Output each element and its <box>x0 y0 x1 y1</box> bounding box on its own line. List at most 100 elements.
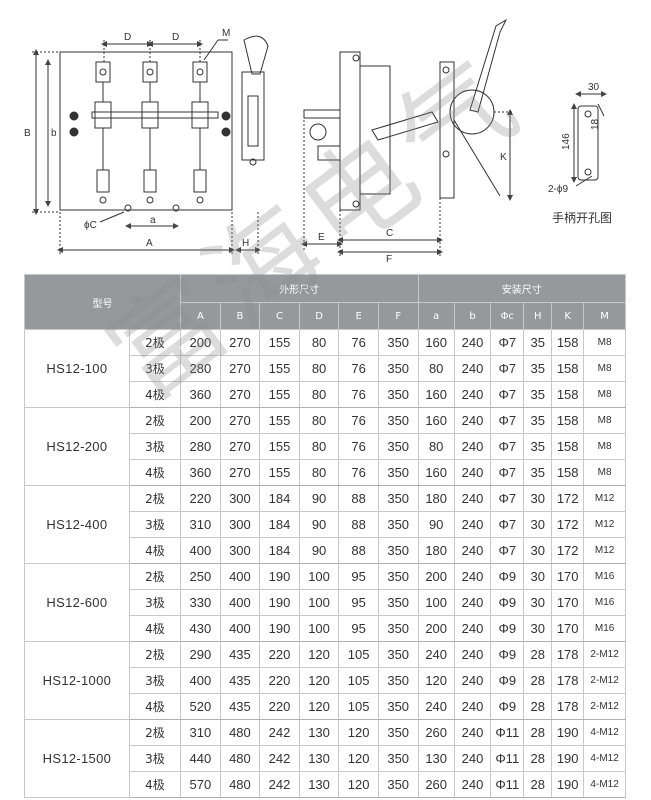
value-cell: 170 <box>551 563 585 590</box>
side-view <box>301 18 514 258</box>
value-cell: Φ7 <box>490 433 525 460</box>
value-cell: Φ9 <box>490 563 525 590</box>
value-cell: 240 <box>453 433 492 460</box>
value-cell: 280 <box>180 355 221 382</box>
handle-hole-detail <box>571 91 607 187</box>
value-cell: 180 <box>417 537 455 564</box>
pole-3 <box>191 61 209 204</box>
value-cell: 28 <box>523 667 553 694</box>
value-cell: 240 <box>453 693 492 720</box>
value-cell: 80 <box>417 355 455 382</box>
value-cell: 80 <box>417 433 455 460</box>
value-cell: 35 <box>523 459 553 486</box>
value-cell: 200 <box>417 615 455 642</box>
header-model: 型号 <box>23 274 182 330</box>
value-cell: 240 <box>453 511 492 538</box>
value-cell: 35 <box>523 329 553 356</box>
label-A: A <box>146 238 153 249</box>
value-cell: 130 <box>298 745 340 772</box>
value-cell: 350 <box>377 433 419 460</box>
value-cell: 240 <box>417 693 455 720</box>
value-cell: 100 <box>298 589 340 616</box>
value-cell: 240 <box>453 381 492 408</box>
column-header: a <box>417 302 455 330</box>
value-cell: 35 <box>523 355 553 382</box>
value-cell: 90 <box>298 537 340 564</box>
pole-cell: 3极 <box>128 667 182 694</box>
value-cell: 184 <box>259 511 300 538</box>
value-cell: 130 <box>298 719 340 746</box>
value-cell: 350 <box>377 667 419 694</box>
value-cell: 200 <box>180 407 221 434</box>
value-cell: 300 <box>219 485 261 512</box>
value-cell: 220 <box>180 485 221 512</box>
value-cell: 350 <box>377 459 419 486</box>
model-cell: HS12-1000 <box>24 641 130 720</box>
side-blade <box>371 111 439 141</box>
model-cell: HS12-400 <box>24 485 130 564</box>
pole-cell: 3极 <box>128 355 182 382</box>
value-cell: 80 <box>298 381 340 408</box>
front-view <box>32 35 269 256</box>
value-cell: 120 <box>298 641 340 668</box>
value-cell: 240 <box>417 641 455 668</box>
value-cell: Φ11 <box>490 771 525 798</box>
value-cell: 105 <box>338 641 379 668</box>
value-cell: 35 <box>523 407 553 434</box>
value-cell: 28 <box>523 641 553 668</box>
value-cell: 160 <box>417 381 455 408</box>
value-cell: M8 <box>583 459 626 486</box>
value-cell: 155 <box>259 407 300 434</box>
value-cell: 30 <box>523 589 553 616</box>
pole-cell: 4极 <box>128 771 182 798</box>
value-cell: 100 <box>298 563 340 590</box>
value-cell: M12 <box>583 511 626 538</box>
value-cell: 76 <box>338 381 379 408</box>
pole-cell: 2极 <box>128 641 182 668</box>
value-cell: 240 <box>453 459 492 486</box>
value-cell: 240 <box>453 355 492 382</box>
label-B: B <box>24 128 31 139</box>
value-cell: 360 <box>180 459 221 486</box>
value-cell: 240 <box>453 485 492 512</box>
value-cell: 2-M12 <box>583 641 626 668</box>
value-cell: 350 <box>377 745 419 772</box>
model-cell: HS12-100 <box>24 329 130 408</box>
value-cell: 30 <box>523 485 553 512</box>
value-cell: 80 <box>298 407 340 434</box>
value-cell: 300 <box>219 511 261 538</box>
value-cell: 242 <box>259 719 300 746</box>
value-cell: 350 <box>377 355 419 382</box>
value-cell: 28 <box>523 719 553 746</box>
value-cell: 270 <box>219 329 261 356</box>
value-cell: 130 <box>417 745 455 772</box>
value-cell: 240 <box>453 563 492 590</box>
label-D2: D <box>172 32 179 43</box>
value-cell: 4-M12 <box>583 719 626 746</box>
value-cell: 240 <box>453 329 492 356</box>
value-cell: M12 <box>583 537 626 564</box>
value-cell: 240 <box>453 771 492 798</box>
value-cell: 350 <box>377 641 419 668</box>
value-cell: 350 <box>377 537 419 564</box>
value-cell: 435 <box>219 641 261 668</box>
column-header: E <box>338 302 379 330</box>
value-cell: 310 <box>180 719 221 746</box>
value-cell: 120 <box>338 745 379 772</box>
value-cell: Φ7 <box>490 407 525 434</box>
value-cell: 158 <box>551 381 585 408</box>
handle-hole-caption: 手柄开孔图 <box>552 211 612 225</box>
value-cell: 260 <box>417 771 455 798</box>
value-cell: Φ9 <box>490 615 525 642</box>
value-cell: 28 <box>523 771 553 798</box>
value-cell: 400 <box>219 589 261 616</box>
linkage-bar <box>91 111 219 119</box>
value-cell: 240 <box>453 537 492 564</box>
value-cell: 400 <box>180 537 221 564</box>
value-cell: 90 <box>298 485 340 512</box>
